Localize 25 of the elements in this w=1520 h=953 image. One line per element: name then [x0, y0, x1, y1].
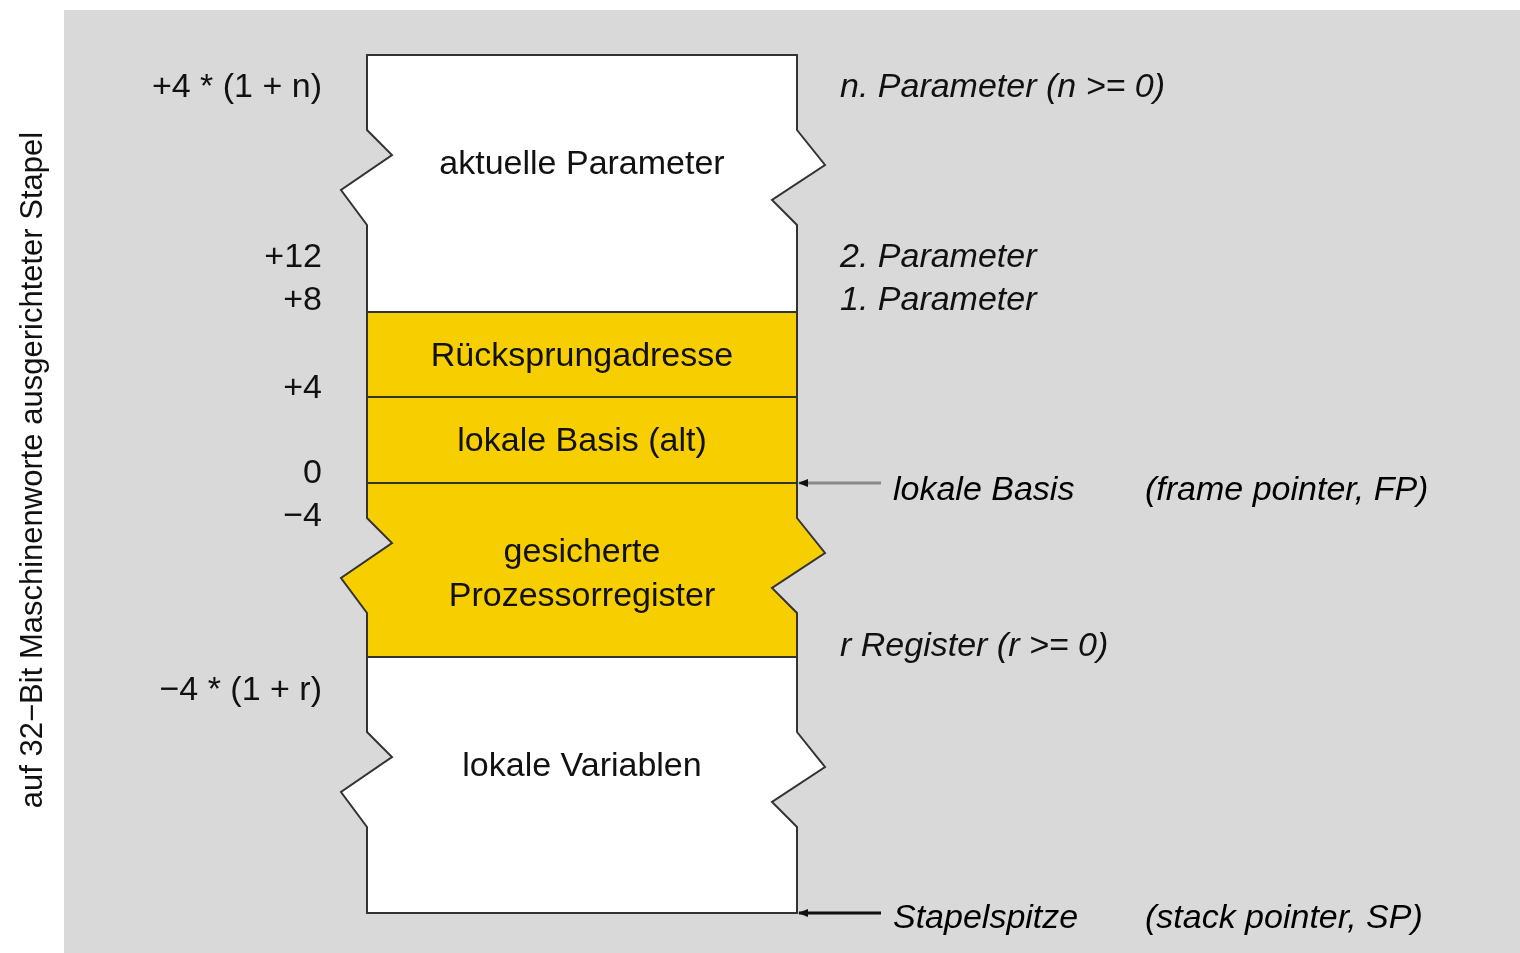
offset-label: −4	[283, 494, 322, 534]
segment-label: aktuelle Parameter	[438, 142, 726, 183]
axis-caption: auf 32−Bit Maschinenworte ausgerichteter Stapel	[13, 131, 50, 809]
offset-label: +8	[283, 278, 322, 318]
pointer-arrow	[798, 479, 881, 487]
pointer-label: (stack pointer, SP)	[1145, 896, 1423, 936]
offset-label: +4	[283, 366, 322, 406]
offset-label: +12	[264, 235, 322, 275]
segment-label: lokale Variablen	[461, 744, 703, 785]
slot-note: 1. Parameter	[840, 278, 1037, 318]
stack-segment	[367, 397, 797, 483]
segment-label: lokale Basis (alt)	[456, 419, 708, 460]
offset-label: −4 * (1 + r)	[159, 668, 322, 708]
stack-segment	[367, 312, 797, 397]
pointer-label: lokale Basis	[893, 468, 1075, 508]
slot-note: n. Parameter (n >= 0)	[840, 65, 1166, 105]
offset-label: 0	[303, 451, 322, 491]
slot-note: r Register (r >= 0)	[840, 624, 1109, 664]
segment-label: gesicherte Prozessorregister	[447, 530, 717, 615]
offset-label: +4 * (1 + n)	[151, 65, 322, 105]
pointer-label: (frame pointer, FP)	[1145, 468, 1429, 508]
pointer-label: Stapelspitze	[893, 896, 1079, 936]
segment-label: Rücksprungadresse	[429, 334, 735, 375]
pointer-arrow	[798, 909, 881, 917]
slot-note: 2. Parameter	[840, 235, 1037, 275]
